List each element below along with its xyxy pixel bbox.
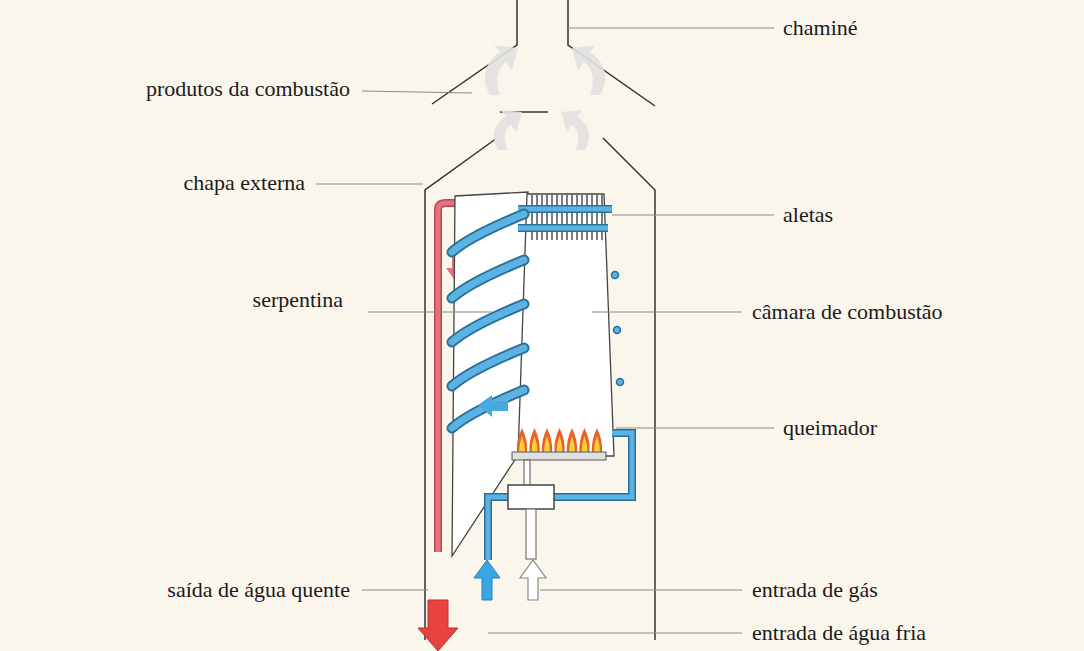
hot-water-arrow: [418, 600, 458, 651]
burner: [512, 428, 606, 486]
flow-arrow: [478, 395, 508, 417]
part-label: câmara de combustão: [752, 300, 943, 324]
part-label: chaminé: [783, 16, 858, 40]
part-label: entrada de gás: [752, 578, 878, 602]
cold-water-arrow: [474, 560, 500, 600]
outer-casing: [425, 138, 655, 640]
gas-arrow: [520, 560, 546, 600]
fin-tubes: [518, 209, 612, 228]
part-label: saída de água quente: [167, 578, 350, 602]
part-label: queimador: [783, 416, 877, 440]
part-label: entrada de água fria: [752, 621, 926, 645]
gas-valve: [508, 485, 554, 509]
tube-dots: [612, 272, 624, 386]
part-label: serpentina: [253, 288, 343, 312]
leader-lines: [316, 28, 774, 633]
part-label: chapa externa: [183, 171, 305, 195]
fins: [532, 195, 602, 240]
cold-water-pipe: [488, 433, 632, 560]
part-label: produtos da combustão: [146, 77, 350, 101]
gas-pipe: [526, 509, 536, 559]
part-label: aletas: [783, 203, 833, 227]
serpentine-coil: [452, 214, 524, 428]
chimney: [432, 0, 655, 112]
combustion-chamber: [518, 194, 614, 456]
